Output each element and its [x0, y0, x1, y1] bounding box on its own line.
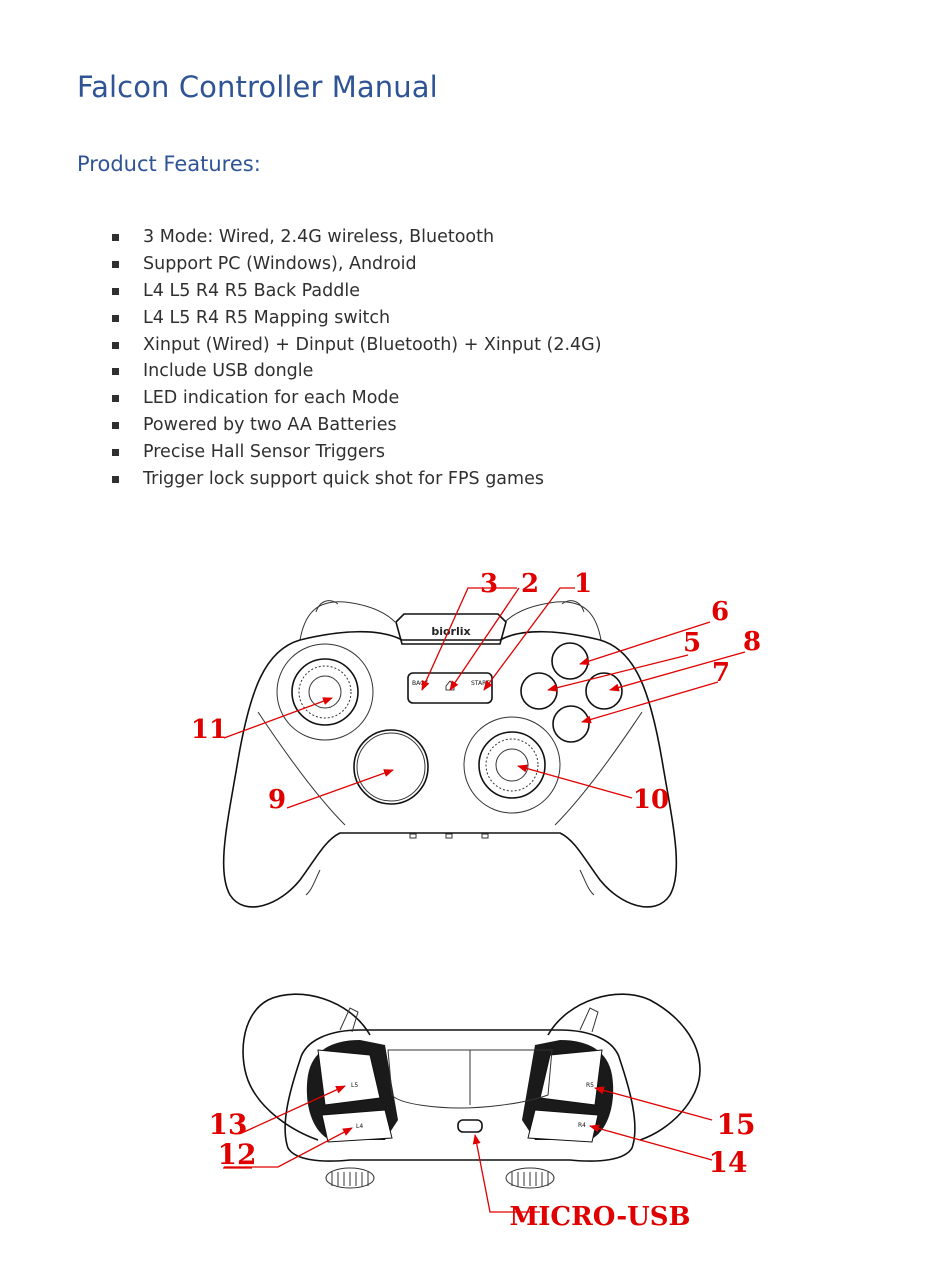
- feature-item: L4 L5 R4 R5 Mapping switch: [0, 305, 602, 332]
- feature-list: 3 Mode: Wired, 2.4G wireless, Bluetooth …: [0, 224, 602, 493]
- bullet-icon: [112, 234, 119, 241]
- left-grip-back: [242, 993, 371, 1141]
- bullet-icon: [112, 287, 119, 295]
- right-stick-back: [505, 1167, 555, 1189]
- right-grip-back: [547, 993, 701, 1141]
- back-button-label: BACK: [412, 680, 429, 687]
- callout-14: 14: [709, 1146, 748, 1179]
- center-button-panel: [407, 672, 493, 704]
- callout-15: 15: [717, 1108, 756, 1141]
- feature-item: LED indication for each Mode: [0, 385, 602, 412]
- feature-item: Trigger lock support quick shot for FPS …: [0, 466, 602, 493]
- paddle-r4: [527, 1109, 599, 1143]
- bullet-icon: [112, 368, 119, 376]
- paddle-l4-label: L4: [356, 1123, 363, 1130]
- feature-text: Include USB dongle: [143, 361, 314, 382]
- start-button-label: START: [471, 680, 490, 687]
- callout-3: 3: [480, 569, 498, 599]
- right-bumper: [504, 601, 602, 641]
- callout-11: 10: [633, 785, 669, 815]
- callout-10: 11: [191, 715, 227, 745]
- feature-text: Precise Hall Sensor Triggers: [143, 442, 385, 463]
- feature-text: Trigger lock support quick shot for FPS …: [143, 469, 544, 490]
- paddle-r5-label: R5: [586, 1082, 594, 1089]
- face-button-right: [585, 672, 623, 710]
- callout-5: 5: [683, 628, 701, 658]
- feature-item: Xinput (Wired) + Dinput (Bluetooth) + Xi…: [0, 332, 602, 359]
- callout-2: 2: [521, 569, 539, 599]
- feature-text: LED indication for each Mode: [143, 388, 400, 409]
- feature-text: L4 L5 R4 R5 Mapping switch: [143, 307, 391, 328]
- feature-text: Support PC (Windows), Android: [143, 253, 417, 274]
- feature-item: Precise Hall Sensor Triggers: [0, 439, 602, 466]
- paddle-l5-label: L5: [351, 1082, 358, 1089]
- back-view-diagram: L5 L4 R5 R4 13 12: [209, 993, 756, 1232]
- bullet-icon: [112, 341, 119, 349]
- left-stick-well: [276, 643, 374, 741]
- callout-12: 12: [218, 1138, 257, 1171]
- bullet-icon: [112, 395, 119, 403]
- feature-item: Powered by two AA Batteries: [0, 412, 602, 439]
- feature-text: 3 Mode: Wired, 2.4G wireless, Bluetooth: [143, 227, 495, 247]
- callout-1: 1: [574, 569, 592, 599]
- document-title: Falcon Controller Manual: [77, 70, 438, 104]
- face-button-left: [520, 672, 558, 710]
- controller-body-back: [284, 1029, 636, 1162]
- battery-cover: [387, 1049, 553, 1109]
- micro-usb-callout: MICRO-USB: [509, 1202, 690, 1232]
- feature-text: L4 L5 R4 R5 Back Paddle: [143, 280, 360, 301]
- left-bumper: [299, 601, 396, 641]
- callout-6: 6: [711, 597, 729, 627]
- controller-body-front: [222, 630, 678, 908]
- bullet-icon: [112, 314, 119, 322]
- bullet-icon: [112, 449, 119, 457]
- paddle-r4-label: R4: [578, 1122, 586, 1129]
- feature-text: Xinput (Wired) + Dinput (Bluetooth) + Xi…: [143, 334, 602, 355]
- feature-text: Powered by two AA Batteries: [143, 415, 397, 436]
- bullet-icon: [112, 260, 119, 268]
- callout-9: 9: [268, 785, 286, 815]
- face-button-bottom: [552, 705, 590, 743]
- section-heading-product-features: Product Features:: [77, 152, 261, 176]
- micro-usb-port: [457, 1119, 483, 1133]
- paddle-l5: [317, 1049, 381, 1106]
- callout-8: 8: [743, 627, 761, 657]
- dpad-disc: [353, 729, 429, 805]
- callout-13: 13: [209, 1108, 248, 1141]
- face-button-top: [551, 642, 589, 680]
- front-view-diagram: biorlix BACK START: [191, 569, 761, 908]
- brand-label: biorlix: [431, 625, 470, 638]
- bullet-icon: [112, 476, 119, 484]
- feature-item: Support PC (Windows), Android: [0, 251, 602, 278]
- right-stick: [478, 731, 546, 799]
- left-stick: [291, 658, 359, 726]
- callout-7: 7: [712, 658, 730, 688]
- brand-plate: [395, 613, 507, 645]
- feature-item: 3 Mode: Wired, 2.4G wireless, Bluetooth: [0, 224, 602, 251]
- bullet-icon: [112, 422, 119, 430]
- feature-item: Include USB dongle: [0, 358, 602, 385]
- feature-item: L4 L5 R4 R5 Back Paddle: [0, 278, 602, 305]
- right-stick-well: [463, 716, 561, 814]
- left-stick-back: [325, 1167, 375, 1189]
